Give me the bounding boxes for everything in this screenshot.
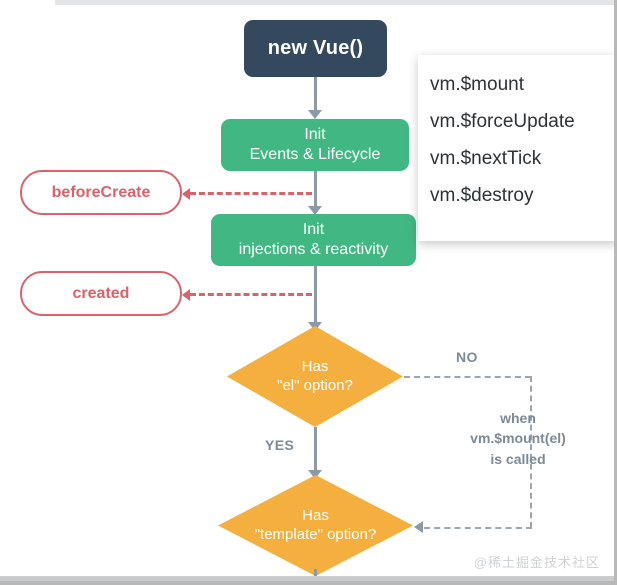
bottom-edge-strip bbox=[0, 576, 614, 581]
init-injections-line2: injections & reactivity bbox=[238, 241, 389, 258]
node-init-events-lifecycle: Init Events & Lifecycle bbox=[221, 119, 409, 171]
arrowhead-template-decision bbox=[308, 470, 322, 479]
arrowhead-init-events bbox=[308, 110, 322, 119]
note-line3: is called bbox=[490, 450, 546, 467]
connector-root-to-init-events bbox=[314, 77, 317, 112]
callout-arrow-before-create bbox=[182, 188, 190, 200]
arrowhead-init-injections bbox=[308, 206, 322, 215]
note-when-mount-called: when vm.$mount(el) is called bbox=[438, 408, 598, 469]
decision-el-line1: Has bbox=[301, 357, 329, 375]
decision-has-el-option: Has "el" option? bbox=[227, 326, 403, 427]
branch-no-return-horizontal bbox=[424, 527, 532, 529]
hook-created-label: created bbox=[72, 284, 130, 302]
node-new-vue-label: new Vue() bbox=[267, 37, 364, 60]
callout-line-before-create bbox=[190, 192, 312, 195]
callout-line-created bbox=[190, 293, 312, 296]
node-hook-created: created bbox=[20, 271, 182, 316]
node-new-vue: new Vue() bbox=[244, 20, 387, 77]
top-edge-strip bbox=[55, 0, 614, 5]
connector-template-downstream bbox=[314, 569, 317, 579]
connector-injections-to-el-decision bbox=[314, 266, 317, 328]
connector-init-events-to-injections bbox=[314, 171, 317, 211]
init-events-line2: Events & Lifecycle bbox=[249, 146, 381, 163]
vm-method-destroy: vm.$destroy bbox=[430, 185, 534, 206]
vm-method-force-update: vm.$forceUpdate bbox=[430, 111, 575, 132]
note-line1: when bbox=[500, 410, 536, 426]
node-init-injections-reactivity: Init injections & reactivity bbox=[211, 214, 416, 266]
vm-method-mount: vm.$mount bbox=[430, 74, 524, 95]
branch-label-no: NO bbox=[456, 349, 478, 365]
decision-el-line2: "el" option? bbox=[277, 376, 353, 394]
node-hook-before-create: beforeCreate bbox=[20, 170, 182, 215]
vm-methods-panel: vm.$mount vm.$forceUpdate vm.$nextTick v… bbox=[418, 55, 614, 241]
init-events-line1: Init bbox=[304, 126, 326, 144]
branch-no-arrowhead bbox=[414, 521, 423, 533]
vm-method-next-tick: vm.$nextTick bbox=[430, 148, 542, 169]
init-injections-line1: Init bbox=[302, 221, 325, 239]
callout-arrow-created bbox=[182, 289, 190, 301]
branch-no-vertical bbox=[530, 376, 532, 528]
decision-template-line2: "template" option? bbox=[254, 525, 377, 543]
decision-template-line1: Has bbox=[302, 506, 329, 524]
watermark: @稀土掘金技术社区 bbox=[473, 555, 600, 570]
connector-el-to-template-decision bbox=[314, 427, 317, 475]
hook-before-create-label: beforeCreate bbox=[51, 183, 151, 201]
note-line2: vm.$mount(el) bbox=[470, 430, 566, 447]
decision-has-template-option: Has "template" option? bbox=[218, 475, 413, 576]
branch-no-horizontal bbox=[404, 376, 531, 378]
branch-label-yes: YES bbox=[265, 437, 295, 453]
